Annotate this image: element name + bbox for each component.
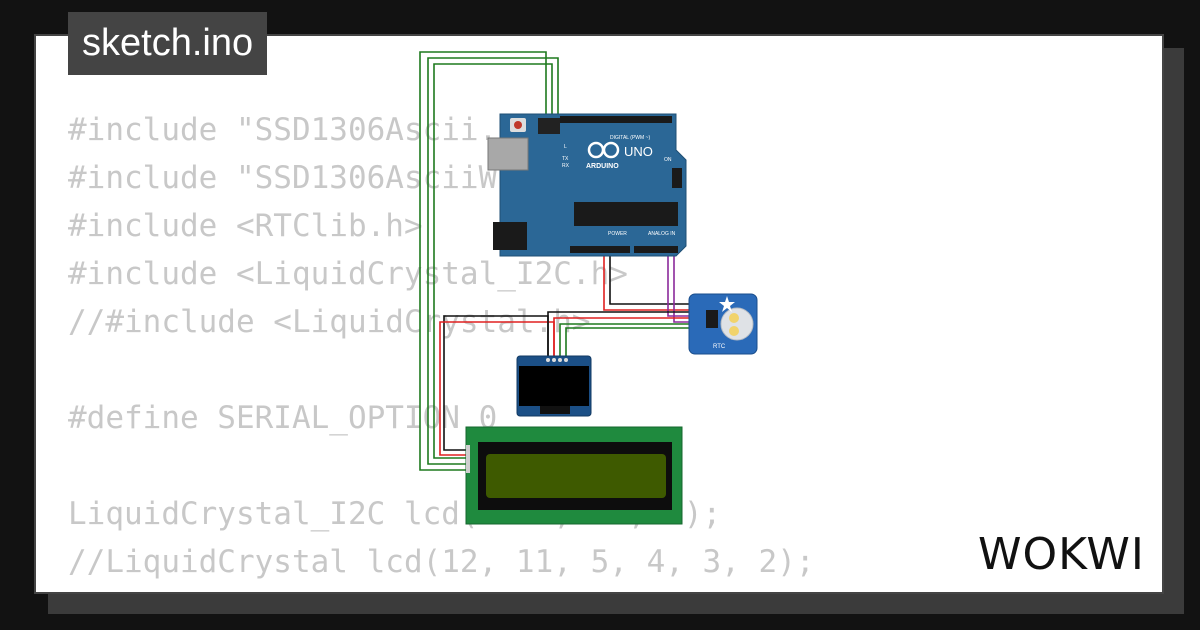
wire-green (565, 327, 692, 358)
wire-red (553, 317, 692, 358)
coin-cell-contact (729, 313, 739, 323)
led-on-label: ON (664, 157, 672, 163)
wire-black (609, 250, 692, 305)
rtc-module[interactable]: RTC (688, 293, 758, 355)
star-icon (719, 296, 735, 312)
arduino-logo-icon (587, 141, 620, 159)
power-header (570, 246, 630, 253)
reset-button-cap[interactable] (514, 121, 522, 129)
lcd-screen (486, 454, 666, 498)
arduino-uno-board[interactable]: UNO ARDUINO DIGITAL (PWM ~) ANALOG IN PO… (487, 113, 687, 257)
code-line: #include <RTClib.h> (68, 208, 423, 244)
wire-red (603, 250, 692, 311)
coin-cell-contact (729, 326, 739, 336)
digital-label: DIGITAL (PWM ~) (610, 135, 650, 141)
wires (419, 51, 692, 471)
file-title-badge: sketch.ino (68, 12, 268, 75)
digital-header (560, 116, 672, 123)
logo-text: WOKWI (978, 529, 1145, 580)
power-label: POWER (608, 231, 627, 237)
oled-ribbon (540, 406, 570, 414)
power-jack (493, 222, 527, 250)
wokwi-logo-icon: WOKWI (978, 529, 1145, 580)
icsp-header (538, 118, 560, 134)
wire-purple (673, 250, 692, 323)
wire-green (433, 63, 553, 459)
code-line: //LiquidCrystal lcd(12, 11, 5, 4, 3, 2); (68, 544, 815, 580)
code-preview: #include "SSD1306Ascii.h"#include "SSD13… (68, 106, 815, 592)
usb-port (487, 137, 529, 171)
oled-screen (519, 366, 589, 406)
code-line: #include "SSD1306Ascii.h" (68, 112, 535, 148)
coin-cell-holder (720, 307, 754, 341)
lcd-1602-display[interactable] (465, 426, 683, 525)
wire-black (547, 311, 692, 358)
led-l-label: L (564, 144, 567, 150)
wire-purple (667, 250, 692, 317)
rtc-label: RTC (713, 344, 726, 350)
wire-green (559, 323, 692, 358)
atmega-chip (574, 202, 678, 226)
oled-display[interactable] (516, 355, 592, 417)
lcd-i2c-pins (466, 445, 470, 473)
rtc-chip (706, 310, 718, 328)
analog-label: ANALOG IN (648, 231, 676, 237)
led-rx-label: RX (562, 163, 570, 169)
code-line: #include <LiquidCrystal_I2C.h> (68, 256, 628, 292)
board-model: UNO (624, 144, 653, 159)
analog-header (634, 246, 678, 253)
wire-green (427, 57, 559, 465)
board-brand: ARDUINO (586, 163, 619, 170)
wire-green (419, 51, 547, 471)
icsp-header-2 (672, 168, 682, 188)
led-tx-label: TX (562, 156, 569, 162)
